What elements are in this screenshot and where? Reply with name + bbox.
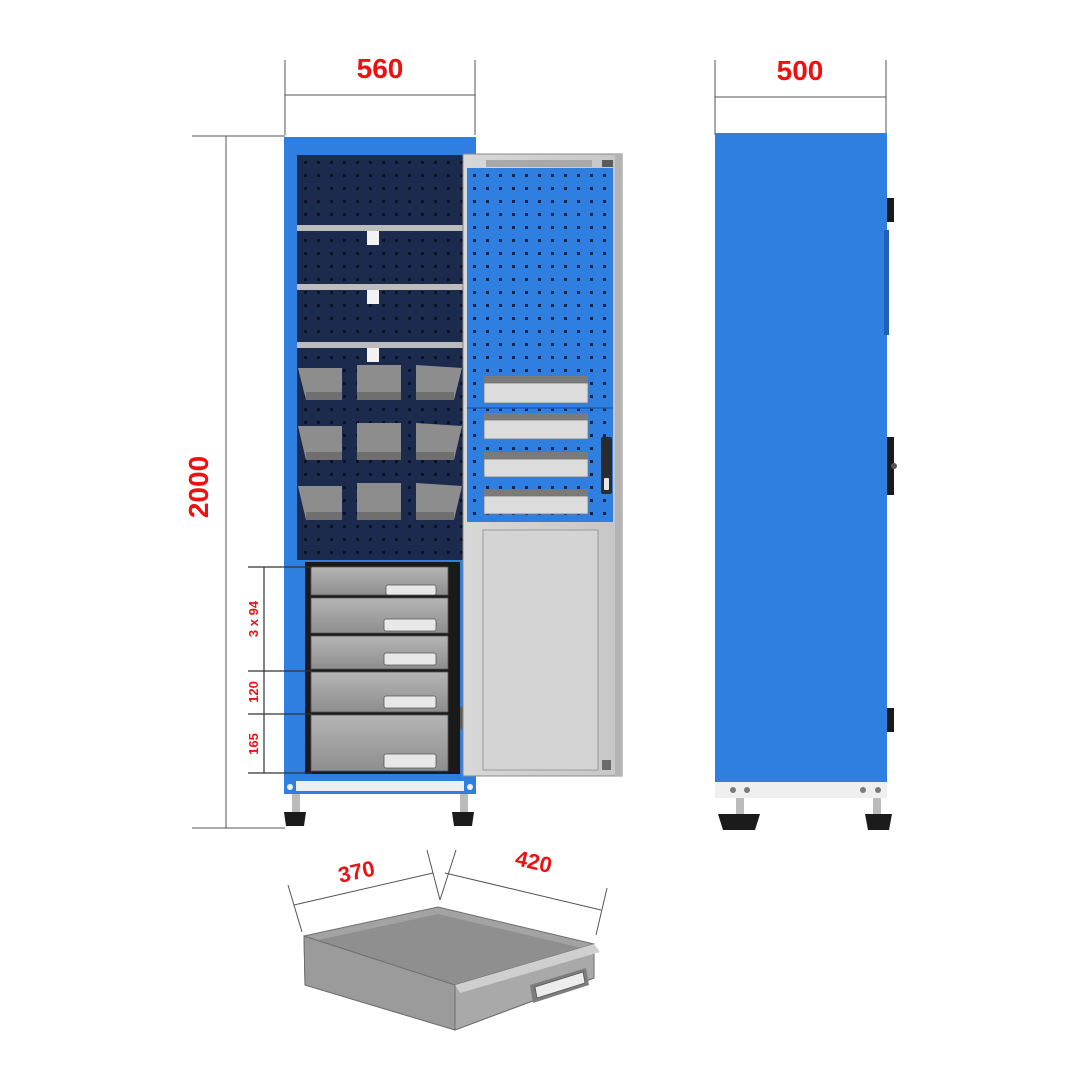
bin	[357, 365, 401, 400]
door-bin	[483, 489, 589, 515]
shelf	[297, 342, 463, 348]
shelf	[297, 284, 463, 290]
side-panel	[715, 133, 887, 798]
bin-row	[298, 365, 462, 400]
width-label: 560	[357, 53, 404, 84]
height-label: 2000	[183, 456, 214, 518]
bin	[298, 426, 342, 460]
bins	[298, 365, 462, 520]
drawer-handle[interactable]	[383, 618, 437, 632]
side-hinge	[887, 708, 894, 732]
drawer-detail-handle[interactable]	[530, 968, 589, 1003]
bin	[416, 365, 462, 400]
depth-dimension: 500	[714, 55, 887, 135]
drawer-depth-label: 420	[513, 845, 554, 878]
drawer-handle[interactable]	[383, 695, 437, 709]
open-door[interactable]	[460, 153, 623, 777]
bin	[298, 486, 342, 520]
drawer[interactable]	[310, 671, 449, 713]
bin	[416, 483, 462, 520]
drawer[interactable]	[310, 714, 449, 772]
side-lock	[887, 437, 894, 495]
door-bin	[483, 413, 589, 440]
door-bins	[483, 376, 589, 515]
drawer-height-dimensions: 3 x 94 120 165	[246, 566, 312, 774]
leveling-feet	[284, 794, 474, 826]
width-dimension: 560	[284, 53, 476, 135]
drawer-stack	[305, 562, 460, 774]
side-view-cabinet	[715, 133, 897, 830]
drawer-detail: 370 420	[287, 845, 608, 1031]
drawer[interactable]	[310, 635, 449, 670]
bin-row	[298, 483, 462, 520]
drawer[interactable]	[310, 566, 449, 596]
front-cabinet	[284, 137, 476, 826]
lock-icon	[604, 478, 609, 490]
side-hinge	[887, 198, 894, 222]
depth-label: 500	[777, 55, 824, 86]
drawer-large-height-label: 165	[246, 733, 261, 755]
shelves	[297, 225, 463, 362]
drawer-handle[interactable]	[383, 652, 437, 666]
drawer[interactable]	[310, 597, 449, 634]
bin	[416, 423, 462, 460]
shelf	[297, 225, 463, 231]
drawer-medium-height-label: 120	[246, 681, 261, 703]
bin-row	[298, 423, 462, 460]
drawer-width-label: 370	[336, 856, 377, 888]
drawer-small-height-label: 3 x 94	[246, 600, 261, 637]
drawer-handle[interactable]	[385, 584, 437, 596]
bin	[357, 483, 401, 520]
door-bin	[483, 376, 589, 404]
door-bin	[483, 452, 589, 478]
door-lock[interactable]	[601, 437, 612, 494]
drawer-handle[interactable]	[383, 753, 437, 769]
height-dimension: 2000	[183, 135, 285, 829]
bin	[357, 423, 401, 460]
